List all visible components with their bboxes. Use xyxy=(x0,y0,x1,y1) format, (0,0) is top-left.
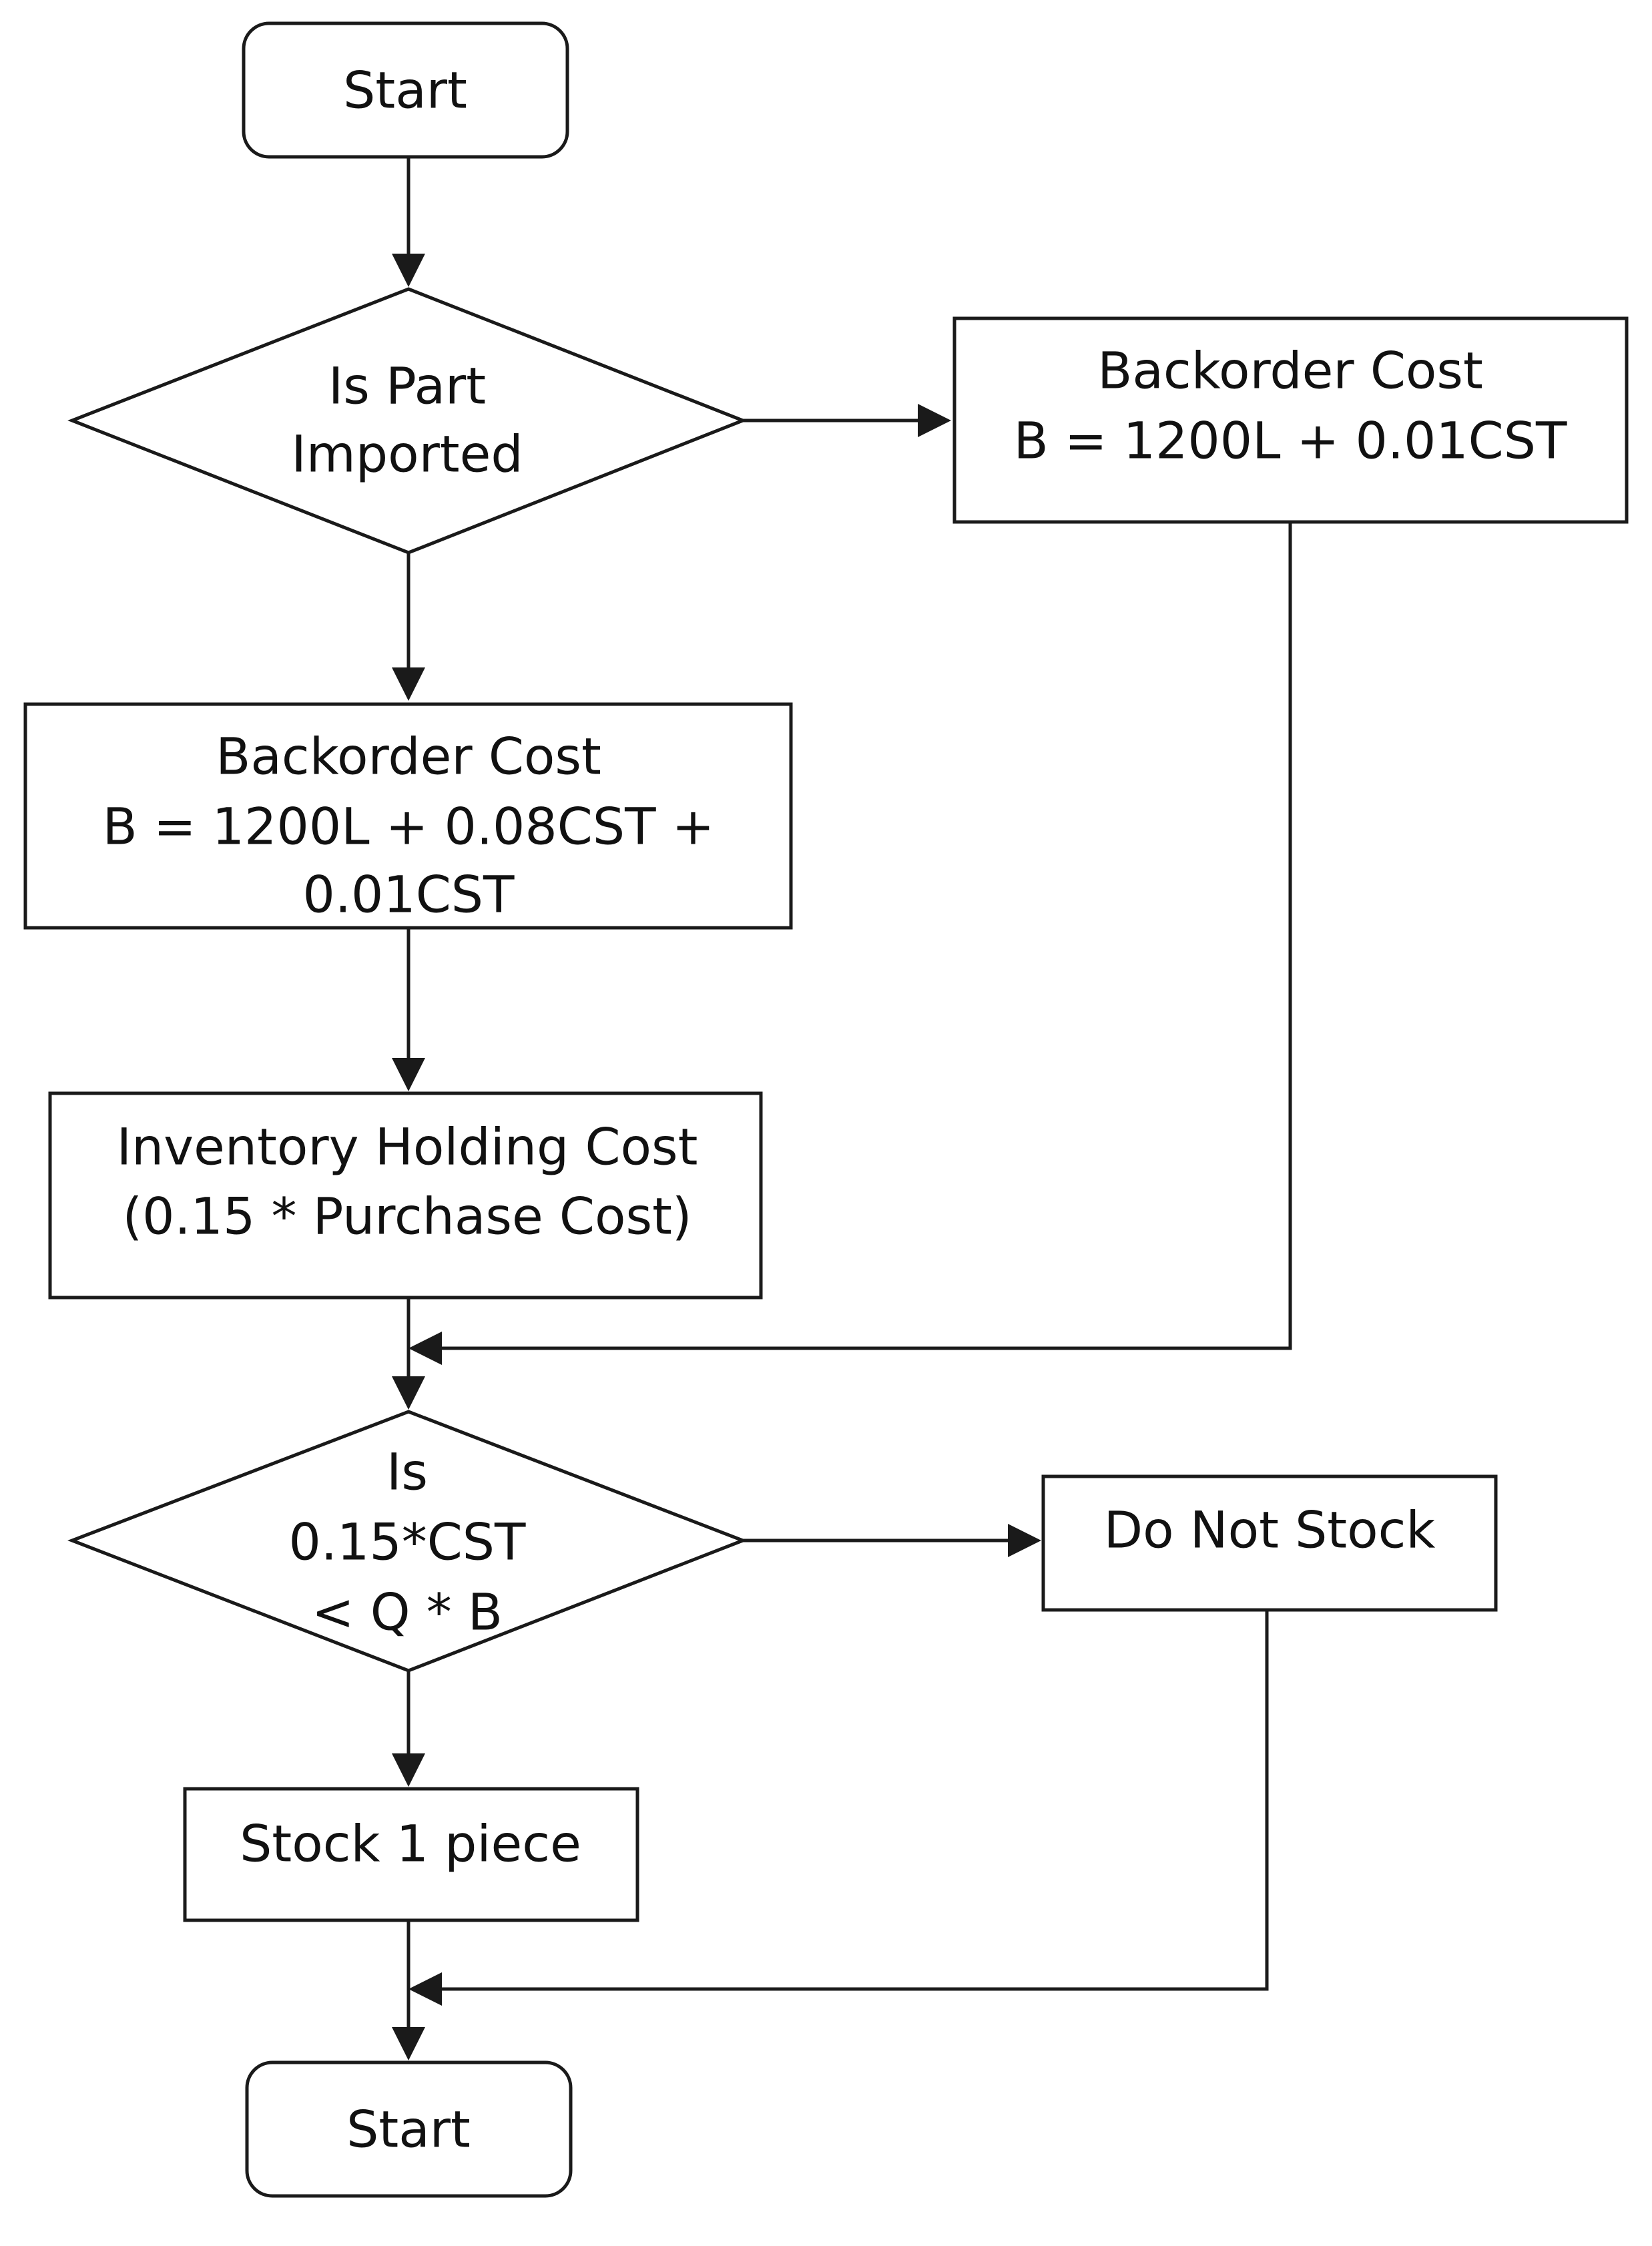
decision-stock-line-2: 0.15*CST xyxy=(289,1512,527,1572)
decision-is-part-imported: Is Part Imported xyxy=(67,287,748,555)
backorder-right-line-1: Backorder Cost xyxy=(1097,341,1483,400)
holding-cost-line-1: Inventory Holding Cost xyxy=(117,1117,698,1177)
decision-imported-line-1: Is Part xyxy=(328,356,486,416)
backorder-left-line-3: 0.01CST xyxy=(303,865,515,924)
connectors xyxy=(392,158,1292,2060)
decision-imported-line-2: Imported xyxy=(291,425,523,484)
do-not-stock-label: Do Not Stock xyxy=(1104,1500,1436,1560)
start-terminal-bottom: Start xyxy=(245,2060,573,2198)
decision-stock-line-3: < Q * B xyxy=(312,1583,503,1642)
decision-stock-threshold: Is 0.15*CST < Q * B xyxy=(67,1410,748,1673)
backorder-left-line-2: B = 1200L + 0.08CST + xyxy=(103,797,715,856)
inventory-holding-cost-box: Inventory Holding Cost (0.15 * Purchase … xyxy=(48,1091,763,1300)
start-bottom-label: Start xyxy=(346,2100,471,2159)
do-not-stock-box: Do Not Stock xyxy=(1041,1474,1498,1612)
start-top-label: Start xyxy=(343,61,467,120)
backorder-left-line-1: Backorder Cost xyxy=(216,727,601,786)
start-terminal-top: Start xyxy=(242,21,569,159)
holding-cost-line-2: (0.15 * Purchase Cost) xyxy=(122,1187,692,1246)
arrow-backorder-right-merge xyxy=(408,522,1292,1365)
stock-one-piece-box: Stock 1 piece xyxy=(183,1787,639,1922)
backorder-cost-left-box: Backorder Cost B = 1200L + 0.08CST + 0.0… xyxy=(23,702,793,930)
arrow-do-not-stock-merge xyxy=(408,1610,1269,2006)
backorder-cost-right-box: Backorder Cost B = 1200L + 0.01CST xyxy=(952,316,1629,524)
backorder-right-line-2: B = 1200L + 0.01CST xyxy=(1014,411,1567,471)
decision-stock-line-1: Is xyxy=(386,1442,428,1502)
stock-one-label: Stock 1 piece xyxy=(240,1814,581,1874)
